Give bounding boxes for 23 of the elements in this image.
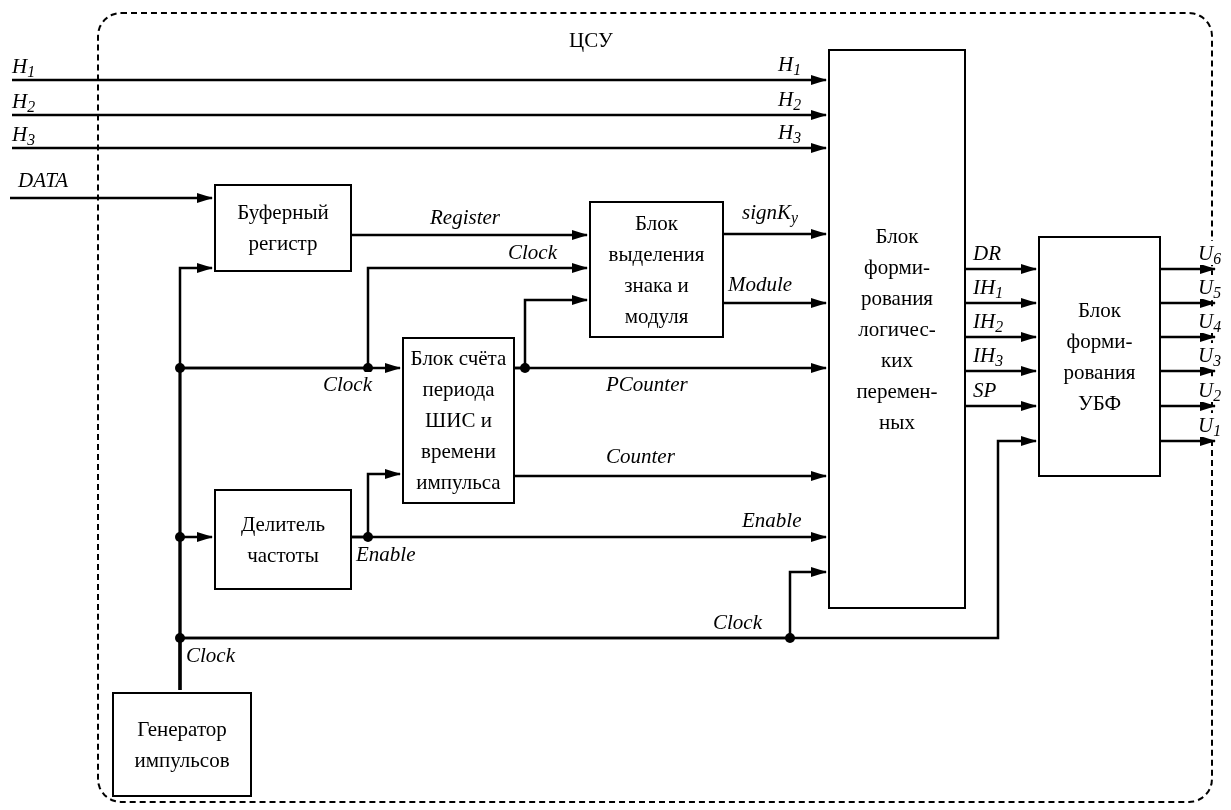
system-boundary — [97, 12, 1213, 803]
signal-label: H$_{2}$ — [12, 89, 46, 115]
edge-label: U$_{5}$ — [1198, 275, 1222, 299]
edge-label: U$_{6}$ — [1198, 241, 1222, 265]
block-box: Блок форми- рования логичес- ких перемен- ных — [828, 49, 966, 609]
signal-label: H$_{1}$ — [12, 54, 46, 80]
block-box: Блок выделения знака и модуля — [589, 201, 724, 338]
edge-label: U$_{4}$ — [1198, 309, 1222, 333]
block-box: Блок форми- рования УБФ — [1038, 236, 1161, 477]
block-box: Блок счёта периода ШИС и времени импульса — [402, 337, 515, 504]
arrow — [12, 75, 827, 85]
edge-label: U$_{2}$ — [1198, 378, 1222, 402]
group-title: ЦСУ — [569, 28, 613, 52]
block-box: Буферный регистр — [214, 184, 352, 272]
arrow — [12, 143, 827, 153]
edge-label: U$_{3}$ — [1198, 343, 1222, 367]
signal-label: H$_{3}$ — [12, 122, 46, 148]
block-box: Делитель частоты — [214, 489, 352, 590]
arrow — [178, 436, 1037, 690]
edge-label: U$_{1}$ — [1198, 413, 1222, 437]
arrow — [12, 110, 827, 120]
arrow — [10, 193, 213, 203]
generator-box: Генератор импульсов — [112, 692, 252, 797]
